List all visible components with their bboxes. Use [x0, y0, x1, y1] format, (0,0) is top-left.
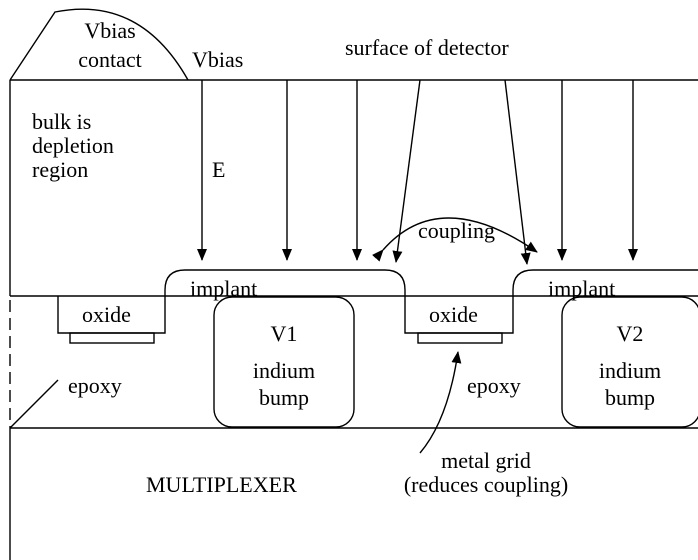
indium1-label-1: indium: [253, 358, 315, 383]
implant-left-label: implant: [190, 276, 257, 301]
implant-right-label: implant: [548, 276, 615, 301]
indium2-label-2: bump: [605, 385, 655, 410]
bulk-label-2: depletion: [32, 133, 114, 158]
bulk-label-1: bulk is: [32, 109, 91, 134]
metal-grid-label-1: metal grid: [441, 448, 531, 473]
coupling-label: coupling: [418, 218, 495, 243]
bulk-label-3: region: [32, 157, 88, 182]
field-label: E: [212, 157, 225, 182]
epoxy-left-label: epoxy: [68, 373, 122, 398]
metal-grid-pointer-arrow: [419, 351, 462, 454]
metal-grid-label-2: (reduces coupling): [404, 472, 568, 497]
vbias-label: Vbias: [192, 47, 243, 72]
vbias-contact-shape: [9, 8, 189, 81]
oxide-left-label: oxide: [82, 302, 131, 327]
oxide-right-label: oxide: [429, 302, 478, 327]
multiplexer-label: MULTIPLEXER: [146, 472, 297, 497]
v1-label: V1: [271, 321, 298, 346]
indium-bump-1: [213, 296, 355, 428]
field-arrow-4: [392, 79, 421, 263]
field-arrow-5: [504, 79, 531, 265]
surface-label: surface of detector: [345, 35, 509, 60]
metal-grid-left: [69, 332, 155, 344]
coupling-arrow: [371, 217, 538, 262]
epoxy-left-diagonal: [9, 379, 59, 429]
epoxy-right-label: epoxy: [467, 373, 521, 398]
indium2-label-1: indium: [599, 358, 661, 383]
vbias-contact-label-2: contact: [78, 47, 142, 72]
indium-bump-2: [561, 296, 698, 428]
metal-grid-right: [417, 332, 503, 344]
indium1-label-2: bump: [259, 385, 309, 410]
vbias-contact-label-1: Vbias: [84, 18, 135, 43]
implant-interface-line: [10, 269, 698, 297]
v2-label: V2: [617, 321, 644, 346]
